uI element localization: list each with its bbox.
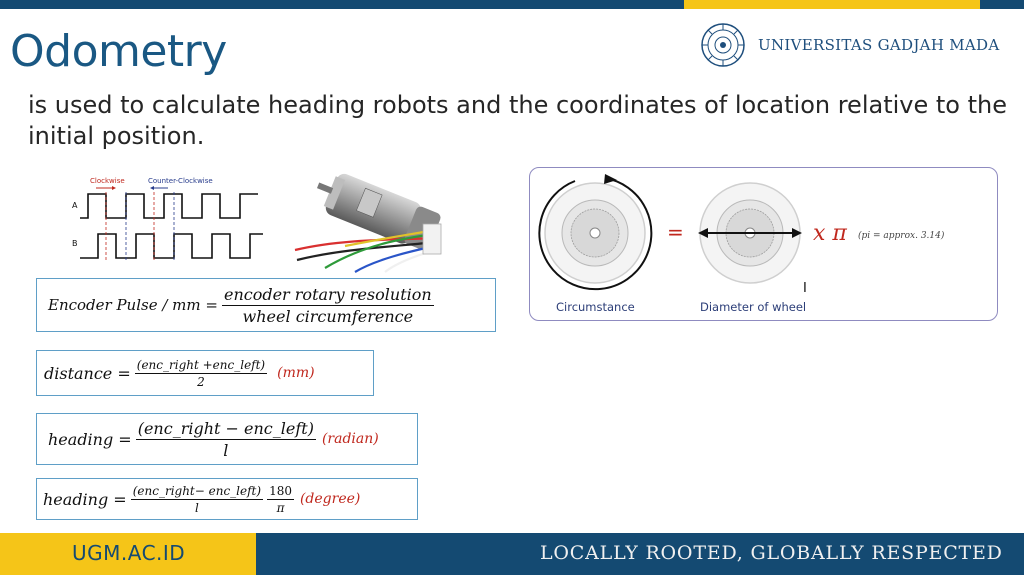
formula-heading-degree-conversion: 180 π	[267, 484, 294, 515]
formula-encoder-pulse-fraction: encoder rotary resolution wheel circumfe…	[221, 284, 434, 326]
equals-sign: =	[667, 220, 684, 244]
diameter-right-arrow-icon	[792, 228, 802, 238]
formula-heading-radian-denominator: l	[223, 440, 229, 460]
wheel-left	[538, 174, 653, 291]
formula-distance: distance = (enc_right +enc_left) 2 (mm)	[36, 350, 374, 396]
formula-encoder-pulse-lhs: Encoder Pulse / mm =	[48, 296, 218, 314]
top-bar-yellow	[684, 0, 980, 9]
footer-tagline: LOCALLY ROOTED, GLOBALLY RESPECTED	[540, 542, 1003, 564]
footer-bar-yellow	[0, 533, 256, 575]
formula-heading-degree-unit: (degree)	[299, 491, 361, 507]
channel-b-signal	[80, 233, 263, 259]
wheel-right	[698, 182, 802, 284]
university-logo: UNIVERSITAS GADJAH MADA	[700, 22, 1000, 68]
text-cursor-icon: I	[803, 281, 807, 296]
gear-motor-image	[294, 173, 442, 273]
formula-heading-degree-denominator: l	[194, 500, 199, 515]
slide-subtitle: is used to calculate heading robots and …	[28, 91, 1007, 150]
top-bar-blue	[0, 0, 684, 9]
clockwise-label: Clockwise	[90, 177, 125, 185]
formula-heading-radian: heading = (enc_right − enc_left) l (radi…	[36, 413, 418, 465]
circumference-diagram: = x π (pi = approx. 3.14) Circumstance D…	[538, 174, 945, 314]
formula-distance-numerator: (enc_right +enc_left)	[134, 357, 268, 374]
formula-heading-degree-conversion-denominator: π	[276, 500, 285, 515]
formula-heading-radian-unit: (radian)	[321, 431, 379, 447]
channel-a-signal	[80, 193, 258, 219]
footer-bar-blue	[256, 533, 1024, 575]
encoder-waveform-diagram: Clockwise Counter-Clockwise A B	[72, 177, 263, 260]
formula-encoder-pulse-numerator: encoder rotary resolution	[221, 284, 434, 306]
formula-distance-unit: (mm)	[277, 365, 315, 381]
formula-heading-radian-fraction: (enc_right − enc_left) l	[135, 418, 316, 460]
university-name: UNIVERSITAS GADJAH MADA	[758, 36, 1000, 54]
formula-heading-degree: heading = (enc_right− enc_left) l 180 π …	[36, 478, 418, 520]
diameter-label: Diameter of wheel	[700, 300, 806, 314]
formula-encoder-pulse-denominator: wheel circumference	[242, 306, 414, 326]
formula-distance-denominator: 2	[197, 374, 205, 389]
formula-heading-radian-numerator: (enc_right − enc_left)	[135, 418, 316, 440]
counter-clockwise-label: Counter-Clockwise	[148, 177, 213, 185]
formula-distance-lhs: distance =	[44, 363, 131, 383]
slide-title: Odometry	[10, 26, 227, 77]
circumference-arc	[538, 177, 653, 291]
channel-b-label: B	[72, 239, 78, 248]
formula-heading-degree-conversion-numerator: 180	[267, 483, 294, 500]
times-pi: x π	[813, 221, 847, 246]
footer-site: UGM.AC.ID	[72, 541, 186, 565]
formula-heading-degree-lhs: heading =	[43, 489, 127, 509]
circumference-arrow-icon	[604, 174, 617, 184]
circumstance-label: Circumstance	[556, 300, 635, 314]
pi-note: (pi = approx. 3.14)	[858, 230, 945, 241]
formula-distance-fraction: (enc_right +enc_left) 2	[134, 357, 268, 389]
diameter-left-arrow-icon	[698, 228, 708, 238]
ugm-emblem-icon	[701, 23, 745, 67]
channel-a-label: A	[72, 201, 78, 210]
formula-heading-degree-numerator: (enc_right− enc_left)	[130, 483, 264, 500]
formula-encoder-pulse: Encoder Pulse / mm = encoder rotary reso…	[36, 278, 496, 332]
formula-heading-degree-fraction: (enc_right− enc_left) l	[130, 483, 264, 515]
circumference-diagram-panel: = x π (pi = approx. 3.14) Circumstance D…	[529, 167, 998, 321]
formula-heading-radian-lhs: heading =	[48, 429, 132, 449]
top-bar-blue-right	[980, 0, 1024, 9]
